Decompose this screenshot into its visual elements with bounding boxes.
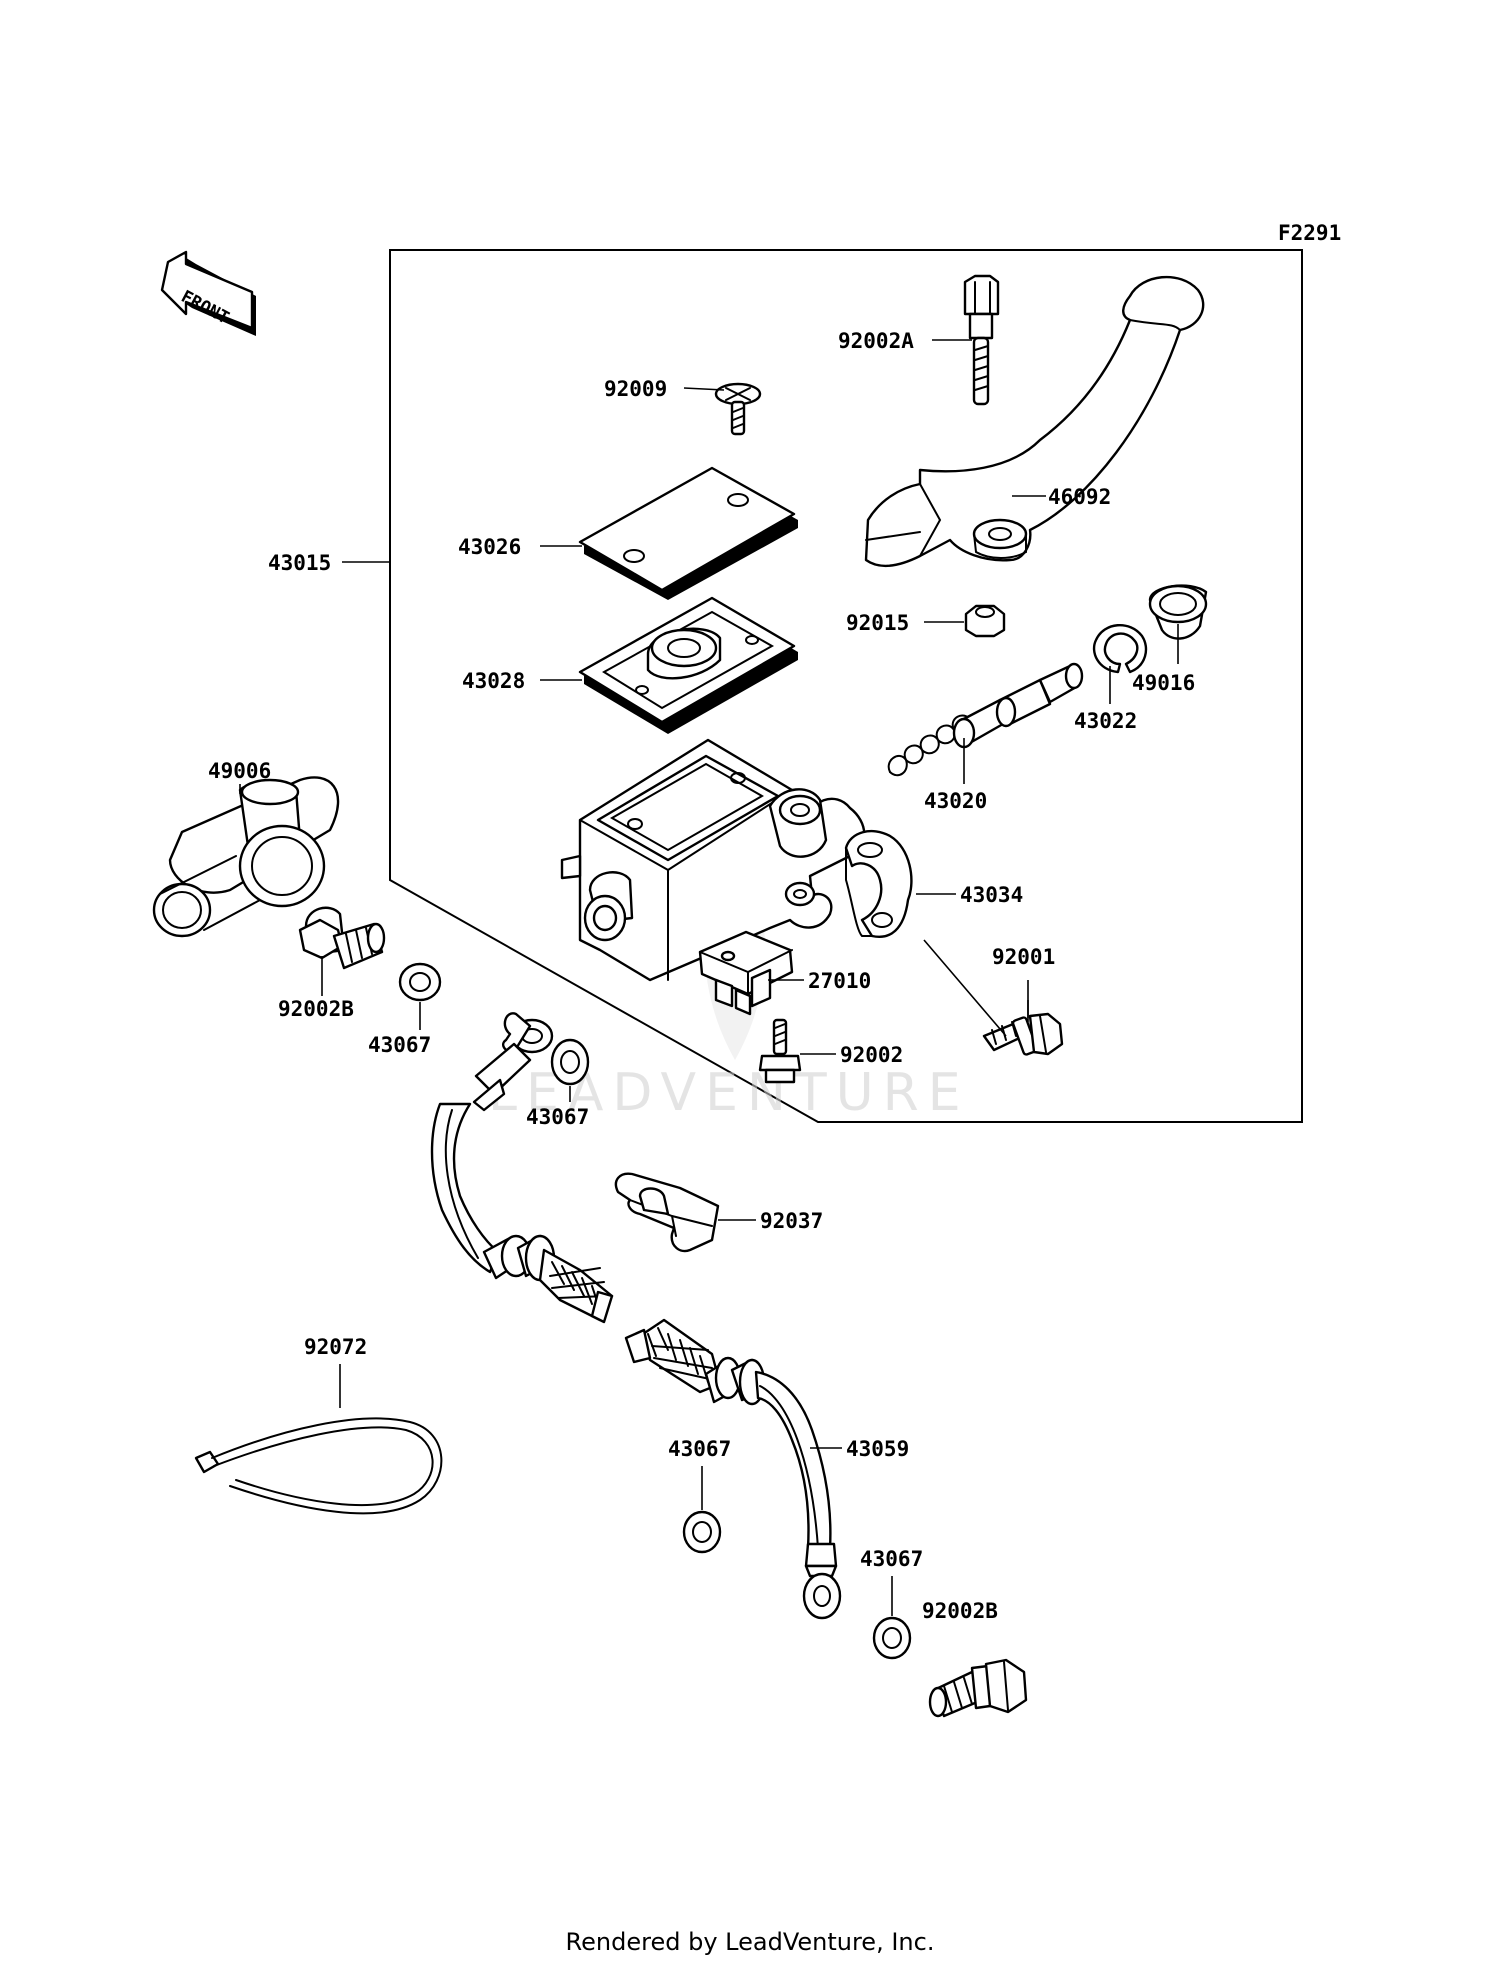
callout-43067-low: 43067 bbox=[668, 1437, 731, 1461]
callout-43015: 43015 bbox=[268, 551, 331, 575]
part-43067-washer-mid[interactable] bbox=[550, 1038, 590, 1086]
part-92001-clamp-bolt[interactable] bbox=[982, 1012, 1064, 1056]
leader-lines bbox=[239, 339, 1179, 1616]
part-43067-washer-left[interactable] bbox=[398, 962, 442, 1002]
part-92002-switch-screw[interactable] bbox=[758, 1018, 802, 1084]
callout-43026: 43026 bbox=[458, 535, 521, 559]
part-43026-reservoir-cap[interactable] bbox=[578, 466, 798, 600]
part-27010-brake-switch[interactable] bbox=[698, 930, 794, 1016]
part-92072-cable-tie[interactable] bbox=[194, 1417, 443, 1515]
part-49016-dust-boot[interactable] bbox=[1148, 584, 1208, 640]
part-46092-brake-lever[interactable] bbox=[864, 275, 1205, 567]
part-upper-brake-hose[interactable] bbox=[430, 1012, 614, 1324]
callout-43034: 43034 bbox=[960, 883, 1023, 907]
part-43067-washer-right[interactable] bbox=[872, 1616, 912, 1660]
assembly-frame bbox=[389, 249, 1303, 1123]
callout-43059: 43059 bbox=[846, 1437, 909, 1461]
callout-27010: 27010 bbox=[808, 969, 871, 993]
part-92009-screw[interactable] bbox=[714, 382, 762, 436]
part-92002B-lower-banjo-bolt[interactable] bbox=[928, 1658, 1028, 1718]
part-92015-nut[interactable] bbox=[964, 604, 1006, 638]
part-43020-piston-kit[interactable] bbox=[887, 662, 1084, 777]
callout-43067-right: 43067 bbox=[860, 1547, 923, 1571]
part-92002A-adjuster-bolt[interactable] bbox=[963, 274, 1000, 406]
part-43028-diaphragm[interactable] bbox=[578, 596, 798, 734]
callout-46092: 46092 bbox=[1048, 485, 1111, 509]
callout-92037: 92037 bbox=[760, 1209, 823, 1233]
callout-92015: 92015 bbox=[846, 611, 909, 635]
part-92002B-upper-banjo-bolt[interactable] bbox=[298, 906, 386, 970]
callout-92002: 92002 bbox=[840, 1043, 903, 1067]
part-43034-holder-clamp[interactable] bbox=[844, 829, 913, 939]
footer-credit: Rendered by LeadVenture, Inc. bbox=[566, 1928, 935, 1956]
callout-43020: 43020 bbox=[924, 789, 987, 813]
callout-43067-mid: 43067 bbox=[526, 1105, 589, 1129]
front-arrow-icon: FRONT bbox=[160, 250, 256, 336]
part-92037-hose-clamp[interactable] bbox=[614, 1172, 720, 1253]
callout-43067-left: 43067 bbox=[368, 1033, 431, 1057]
part-43022-circlip[interactable] bbox=[1092, 623, 1148, 674]
callout-92002B-bottom: 92002B bbox=[922, 1599, 998, 1623]
part-49006-cap-boot[interactable] bbox=[152, 776, 340, 938]
callout-labels: 92002A 92009 46092 43015 43026 92015 430… bbox=[208, 329, 1195, 1623]
callout-43028: 43028 bbox=[462, 669, 525, 693]
callout-49006: 49006 bbox=[208, 759, 271, 783]
part-master-cylinder-body[interactable] bbox=[560, 738, 866, 982]
callout-49016: 49016 bbox=[1132, 671, 1195, 695]
part-43059-brake-hose[interactable] bbox=[624, 1318, 842, 1620]
callout-92002B-top: 92002B bbox=[278, 997, 354, 1021]
callout-92002A: 92002A bbox=[838, 329, 914, 353]
callout-92072: 92072 bbox=[304, 1335, 367, 1359]
callout-92001: 92001 bbox=[992, 945, 1055, 969]
figure-code: F2291 bbox=[1278, 221, 1341, 245]
part-43067-washer-low[interactable] bbox=[682, 1510, 722, 1554]
callout-92009: 92009 bbox=[604, 377, 667, 401]
callout-43022: 43022 bbox=[1074, 709, 1137, 733]
